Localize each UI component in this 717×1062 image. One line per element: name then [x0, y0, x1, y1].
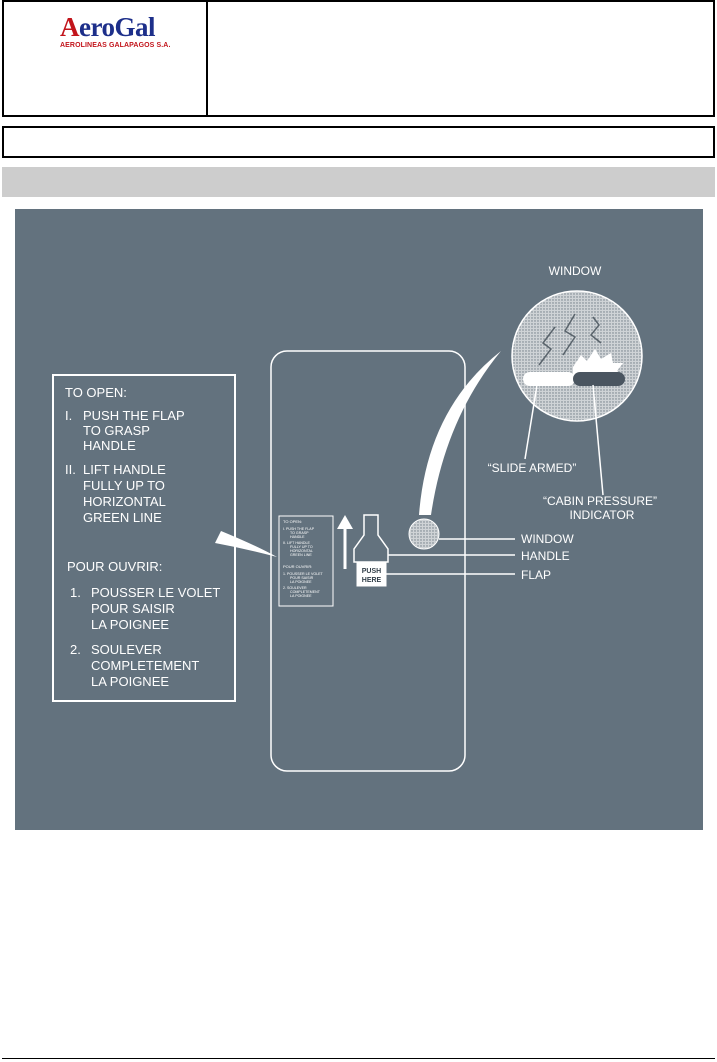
slide-armed-label: “SLIDE ARMED” [488, 461, 577, 475]
mini-fr-4: 2. SOULEVER [283, 586, 307, 590]
mini-en-4: II. LIFT HANDLE [283, 541, 310, 545]
door-diagram: TO OPEN: I. PUSH THE FLAP TO GRASP HANDL… [15, 209, 703, 830]
instr-step1-line3: HANDLE [83, 438, 136, 453]
mini-en-5: FULLY UP TO [290, 545, 313, 549]
section-bar [2, 167, 715, 197]
instr-step2-line3: HORIZONTAL [83, 494, 166, 509]
window-label: WINDOW [521, 532, 574, 546]
slide-armed-leader [524, 384, 538, 460]
instr-fr-step1-num: 1. [70, 585, 81, 600]
instr-step2-line4: GREEN LINE [83, 510, 162, 525]
instr-fr-step2-line2: COMPLETEMENT [91, 658, 199, 673]
lift-arrow-icon [337, 515, 353, 569]
door-window [408, 518, 440, 550]
instr-fr-step2-num: 2. [70, 642, 81, 657]
instr-fr-step2-line1: SOULEVER [91, 642, 162, 657]
instr-title-fr: POUR OUVRIR: [67, 559, 162, 574]
instr-step1-line2: TO GRASP [83, 423, 150, 438]
instr-fr-step2-line3: LA POIGNEE [91, 674, 169, 689]
instr-fr-step1-line2: POUR SAISIR [91, 601, 175, 616]
mini-fr-6: LA POIGNEE [290, 594, 312, 598]
instr-step2-line1: LIFT HANDLE [83, 462, 166, 477]
mini-title-en: TO OPEN: [283, 519, 302, 524]
mini-fr-5: COMPLETEMENT [290, 590, 321, 594]
instr-step2-line2: FULLY UP TO [83, 478, 165, 493]
mini-en-2: TO GRASP [290, 531, 309, 535]
document-header: AeroGal AEROLINEAS GALAPAGOS S.A. [2, 0, 715, 117]
instr-step1-line1: PUSH THE FLAP [83, 408, 185, 423]
footer-rule [2, 1058, 715, 1059]
window-zoom [511, 290, 643, 422]
mini-en-1: I. PUSH THE FLAP [283, 527, 315, 531]
placard-pointer [215, 531, 277, 557]
here-label: HERE [362, 577, 382, 584]
header-bar [2, 126, 715, 158]
crack-icon [538, 313, 602, 366]
door-outline [270, 350, 466, 772]
flap-label: FLAP [521, 568, 551, 582]
mini-en-6: HORIZONTAL [290, 549, 313, 553]
logo-cell: AeroGal AEROLINEAS GALAPAGOS S.A. [4, 2, 208, 115]
handle-label: HANDLE [521, 549, 570, 563]
instr-fr-step1-line3: LA POIGNEE [91, 617, 169, 632]
mini-fr-2: POUR SAISIR [290, 576, 314, 580]
door-handle [353, 514, 389, 563]
mini-title-fr: POUR OUVRIR: [283, 564, 312, 569]
cabin-pressure-label-1: “CABIN PRESSURE” [543, 494, 657, 508]
mini-fr-1: 1. POUSSER LE VOLET [283, 572, 324, 576]
window-top-label: WINDOW [549, 264, 602, 278]
burst-shape [573, 349, 625, 377]
push-label: PUSH [362, 568, 381, 575]
instr-step1-num: I. [65, 408, 72, 423]
aerogal-logo: AeroGal [60, 12, 155, 42]
mini-en-3: HANDLE [290, 535, 305, 539]
cabin-pressure-label-2: INDICATOR [570, 508, 635, 522]
cabin-pressure-leader [592, 384, 604, 496]
instr-step2-num: II. [65, 462, 76, 477]
door-placard [278, 515, 334, 607]
door-diagram-svg: TO OPEN: I. PUSH THE FLAP TO GRASP HANDL… [52, 264, 657, 772]
mini-fr-3: LA POIGNEE [290, 580, 312, 584]
mini-en-7: GREEN LINE [290, 553, 312, 557]
instr-title-en: TO OPEN: [65, 385, 127, 400]
window-callout [419, 351, 501, 515]
logo-subtitle: AEROLINEAS GALAPAGOS S.A. [60, 42, 171, 49]
cabin-pressure-indicator [573, 372, 625, 386]
instr-fr-step1-line1: POUSSER LE VOLET [91, 585, 220, 600]
slide-armed-indicator [523, 372, 575, 386]
